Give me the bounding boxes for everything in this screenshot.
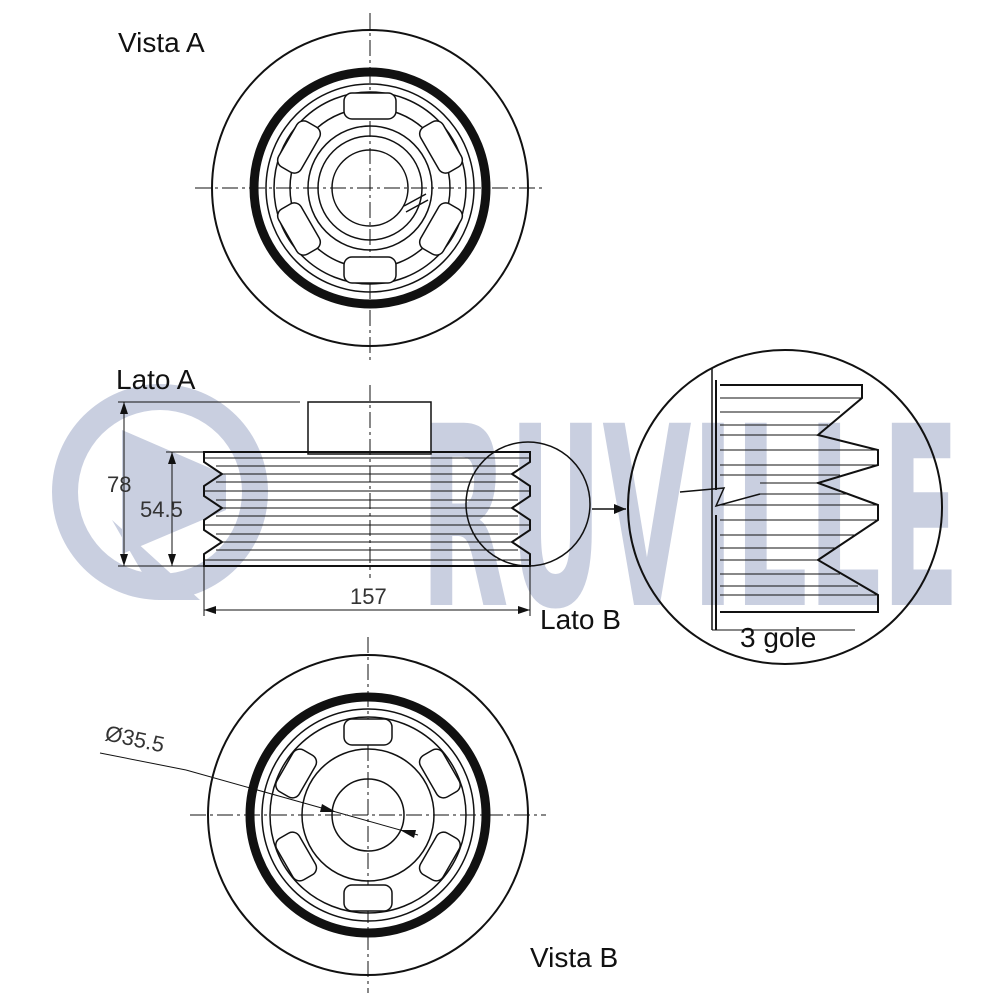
grooves-label: 3 gole bbox=[740, 622, 816, 653]
side-a-label: Lato A bbox=[116, 364, 196, 395]
dimension-height-total bbox=[118, 401, 300, 567]
brand-watermark: RUVILLE bbox=[52, 373, 960, 664]
view-b-label: Vista B bbox=[530, 942, 618, 973]
view-b-drawing bbox=[190, 637, 546, 993]
groove-detail-view bbox=[627, 349, 943, 665]
height-total-value: 78 bbox=[107, 472, 131, 497]
side-b-label: Lato B bbox=[540, 604, 621, 635]
height-grooves-value: 54.5 bbox=[140, 497, 183, 522]
dimension-height-grooves bbox=[166, 451, 204, 566]
dimension-width bbox=[203, 566, 531, 616]
brand-watermark-text: RUVILLE bbox=[420, 373, 960, 664]
bore-diameter-leader bbox=[99, 752, 419, 838]
side-profile-drawing bbox=[203, 385, 626, 578]
view-a-label: Vista A bbox=[118, 27, 205, 58]
bore-diameter-value: Ø35.5 bbox=[103, 720, 167, 757]
view-a-drawing bbox=[195, 13, 545, 363]
brand-emblem-icon bbox=[52, 384, 268, 600]
width-value: 157 bbox=[350, 584, 387, 609]
